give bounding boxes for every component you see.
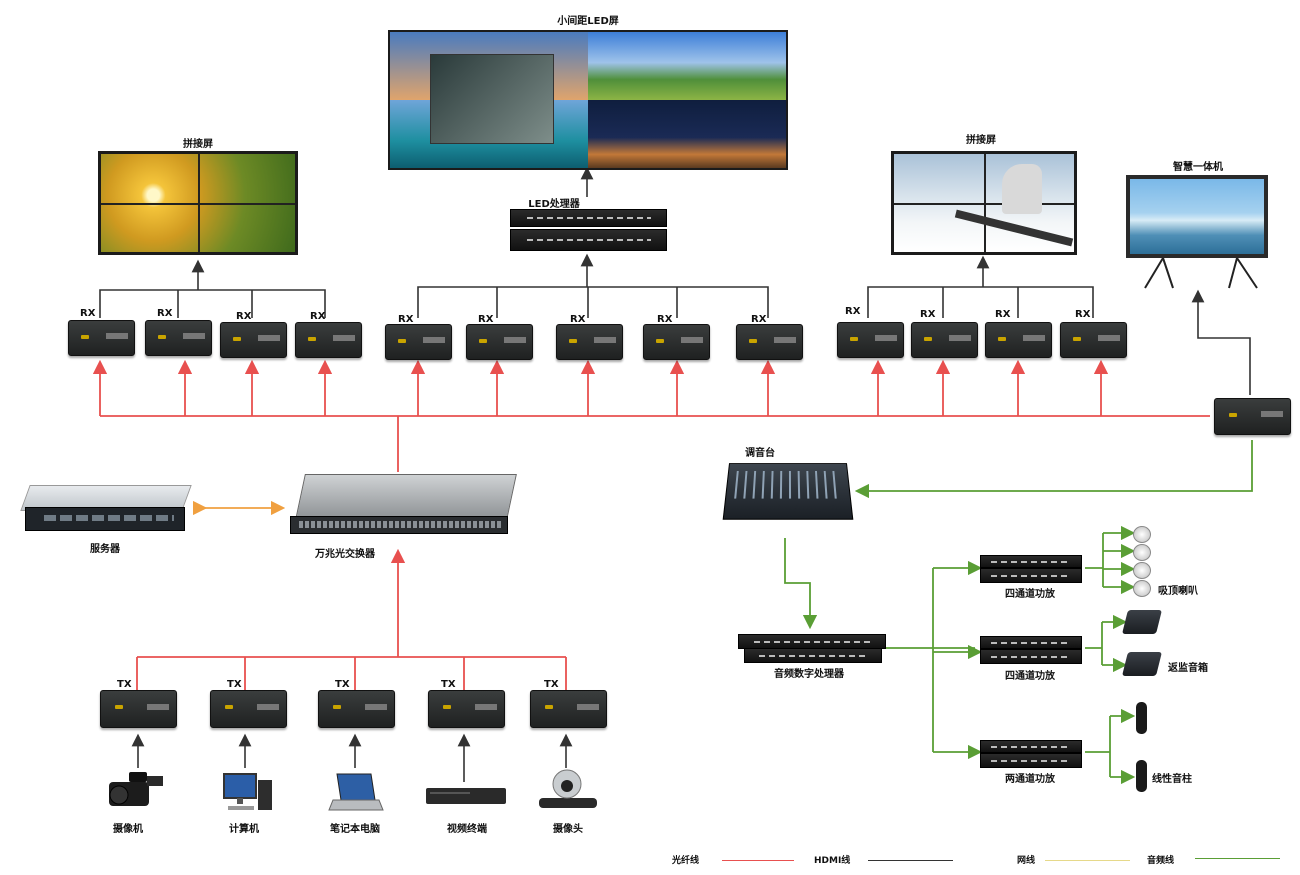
monitor-speaker-label: 返监音箱 <box>1168 663 1208 674</box>
ceiling-speaker-1 <box>1133 526 1151 543</box>
rx-label-6: RX <box>478 314 494 325</box>
amp3-unit-1 <box>980 740 1082 753</box>
small-pitch-led-screen <box>388 30 788 170</box>
tx-transmitter-1 <box>100 690 177 728</box>
amp2-unit-1 <box>980 636 1082 649</box>
switch-label: 万兆光交换器 <box>315 549 375 560</box>
column-speaker-label: 线性音柱 <box>1152 774 1192 785</box>
amp1-label: 四通道功放 <box>1005 589 1055 600</box>
legend-audio-label: 音频线 <box>1147 856 1175 866</box>
amp1-unit-1 <box>980 555 1082 568</box>
computer-icon <box>223 773 272 810</box>
camcorder-label: 摄像机 <box>113 824 143 835</box>
server <box>20 485 192 531</box>
rx-label-2: RX <box>157 308 173 319</box>
rx-receiver-6 <box>466 324 533 360</box>
rx-label-13: RX <box>1075 309 1091 320</box>
rx-label-9: RX <box>751 314 767 325</box>
dsp-unit-1 <box>738 634 886 649</box>
amp1-unit-2 <box>980 568 1082 583</box>
rx-receiver-8 <box>643 324 710 360</box>
splice-left-label: 拼接屏 <box>183 139 213 150</box>
tx-label-2: TX <box>227 679 242 690</box>
legend-network-line <box>1045 860 1130 861</box>
rx-receiver-4 <box>295 322 362 358</box>
small-led-label: 小间距LED屏 <box>557 16 619 27</box>
ceiling-speaker-3 <box>1133 562 1151 579</box>
splice-right-label: 拼接屏 <box>966 135 996 146</box>
legend-hdmi-line <box>868 860 953 861</box>
rx-receiver-11 <box>911 322 978 358</box>
rx-label-11: RX <box>920 309 936 320</box>
video-terminal-icon <box>426 788 506 804</box>
smart-board-label: 智慧一体机 <box>1173 162 1223 173</box>
rx-receiver-5 <box>385 324 452 360</box>
splice-screen-left <box>98 151 298 255</box>
legend-network-label: 网线 <box>1017 856 1036 866</box>
smart-board <box>1126 175 1268 258</box>
monitor-speaker-2 <box>1122 652 1162 676</box>
tx-label-4: TX <box>441 679 456 690</box>
ptz-camera-icon <box>539 769 597 808</box>
rx-receiver-7 <box>556 324 623 360</box>
laptop-icon <box>328 773 384 811</box>
tx-transmitter-3 <box>318 690 395 728</box>
rx-label-8: RX <box>657 314 673 325</box>
dsp-label: 音频数字处理器 <box>774 669 844 680</box>
rx-label-7: RX <box>570 314 586 325</box>
column-speaker-1 <box>1136 702 1147 734</box>
rx-receiver-9 <box>736 324 803 360</box>
audio-mixer <box>722 460 854 520</box>
tx-transmitter-4 <box>428 690 505 728</box>
rx-label-12: RX <box>995 309 1011 320</box>
amp3-unit-2 <box>980 753 1082 768</box>
fiber-switch <box>290 474 517 536</box>
legend-fiber-line <box>722 860 794 861</box>
computer-label: 计算机 <box>229 824 259 835</box>
ceiling-speaker-2 <box>1133 544 1151 561</box>
legend-audio-line <box>1195 858 1280 859</box>
legend-fiber-label: 光纤线 <box>672 856 700 866</box>
legend-hdmi-label: HDMI线 <box>814 856 851 866</box>
column-speaker-2 <box>1136 760 1147 792</box>
led-processor-unit-2 <box>510 229 667 251</box>
rx-label-1: RX <box>80 308 96 319</box>
ceiling-speaker-label: 吸顶喇叭 <box>1158 586 1198 597</box>
mixer-label: 调音台 <box>745 448 775 459</box>
tx-transmitter-5 <box>530 690 607 728</box>
led-processor-unit-1 <box>510 209 667 227</box>
ceiling-speaker-4 <box>1133 580 1151 597</box>
splice-screen-right <box>891 151 1077 255</box>
amp3-label: 两通道功放 <box>1005 774 1055 785</box>
tx-label-5: TX <box>544 679 559 690</box>
tx-transmitter-2 <box>210 690 287 728</box>
server-label: 服务器 <box>90 544 120 555</box>
rx-receiver-2 <box>145 320 212 356</box>
rx-label-3: RX <box>236 311 252 322</box>
rx-receiver-13 <box>1060 322 1127 358</box>
smart-board-stand <box>1144 257 1258 289</box>
rx-receiver-12 <box>985 322 1052 358</box>
tx-label-1: TX <box>117 679 132 690</box>
rx-receiver-1 <box>68 320 135 356</box>
tx-label-3: TX <box>335 679 350 690</box>
rx-label-5: RX <box>398 314 414 325</box>
amp2-unit-2 <box>980 649 1082 664</box>
rx-receiver-10 <box>837 322 904 358</box>
ptz-camera-label: 摄像头 <box>553 824 583 835</box>
led-processor-label: LED处理器 <box>528 199 580 210</box>
rx-receiver-3 <box>220 322 287 358</box>
video-terminal-label: 视频终端 <box>447 824 487 835</box>
laptop-label: 笔记本电脑 <box>330 824 380 835</box>
amp2-label: 四通道功放 <box>1005 671 1055 682</box>
camcorder-icon <box>109 772 163 806</box>
rx-label-10: RX <box>845 306 861 317</box>
dsp-unit-2 <box>744 648 882 663</box>
rx-label-4: RX <box>310 311 326 322</box>
monitor-speaker-1 <box>1122 610 1162 634</box>
rx-receiver-smart-board <box>1214 398 1291 435</box>
